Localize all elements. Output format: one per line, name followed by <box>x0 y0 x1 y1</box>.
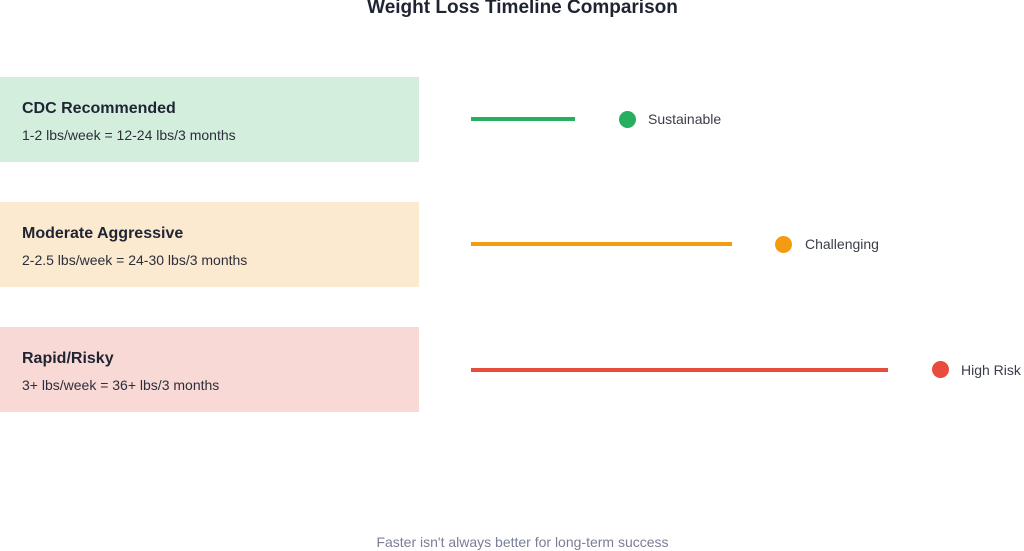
box-title: CDC Recommended <box>22 100 176 117</box>
box-rapid-risky: Rapid/Risky 3+ lbs/week = 36+ lbs/3 mont… <box>0 327 419 412</box>
box-description: 3+ lbs/week = 36+ lbs/3 months <box>22 377 220 393</box>
footer-note: Faster isn't always better for long-term… <box>376 534 669 550</box>
timeline-bar-sustainable <box>471 117 575 121</box>
box-moderate-aggressive: Moderate Aggressive 2-2.5 lbs/week = 24-… <box>0 202 419 287</box>
timeline-bar-challenging <box>471 242 732 246</box>
box-cdc-recommended: CDC Recommended 1-2 lbs/week = 12-24 lbs… <box>0 77 419 162</box>
timeline-bar-high-risk <box>471 368 888 372</box>
status-label: Challenging <box>805 236 879 252</box>
diagram-title: Weight Loss Timeline Comparison <box>367 0 678 18</box>
status-dot-icon <box>619 111 636 128</box>
status-dot-icon <box>775 236 792 253</box>
status-label: Sustainable <box>648 111 722 127</box>
box-description: 2-2.5 lbs/week = 24-30 lbs/3 months <box>22 252 248 268</box>
box-title: Rapid/Risky <box>22 350 114 367</box>
status-dot-icon <box>932 361 949 378</box>
box-title: Moderate Aggressive <box>22 225 184 242</box>
box-description: 1-2 lbs/week = 12-24 lbs/3 months <box>22 127 236 143</box>
status-label: High Risk <box>961 362 1021 378</box>
